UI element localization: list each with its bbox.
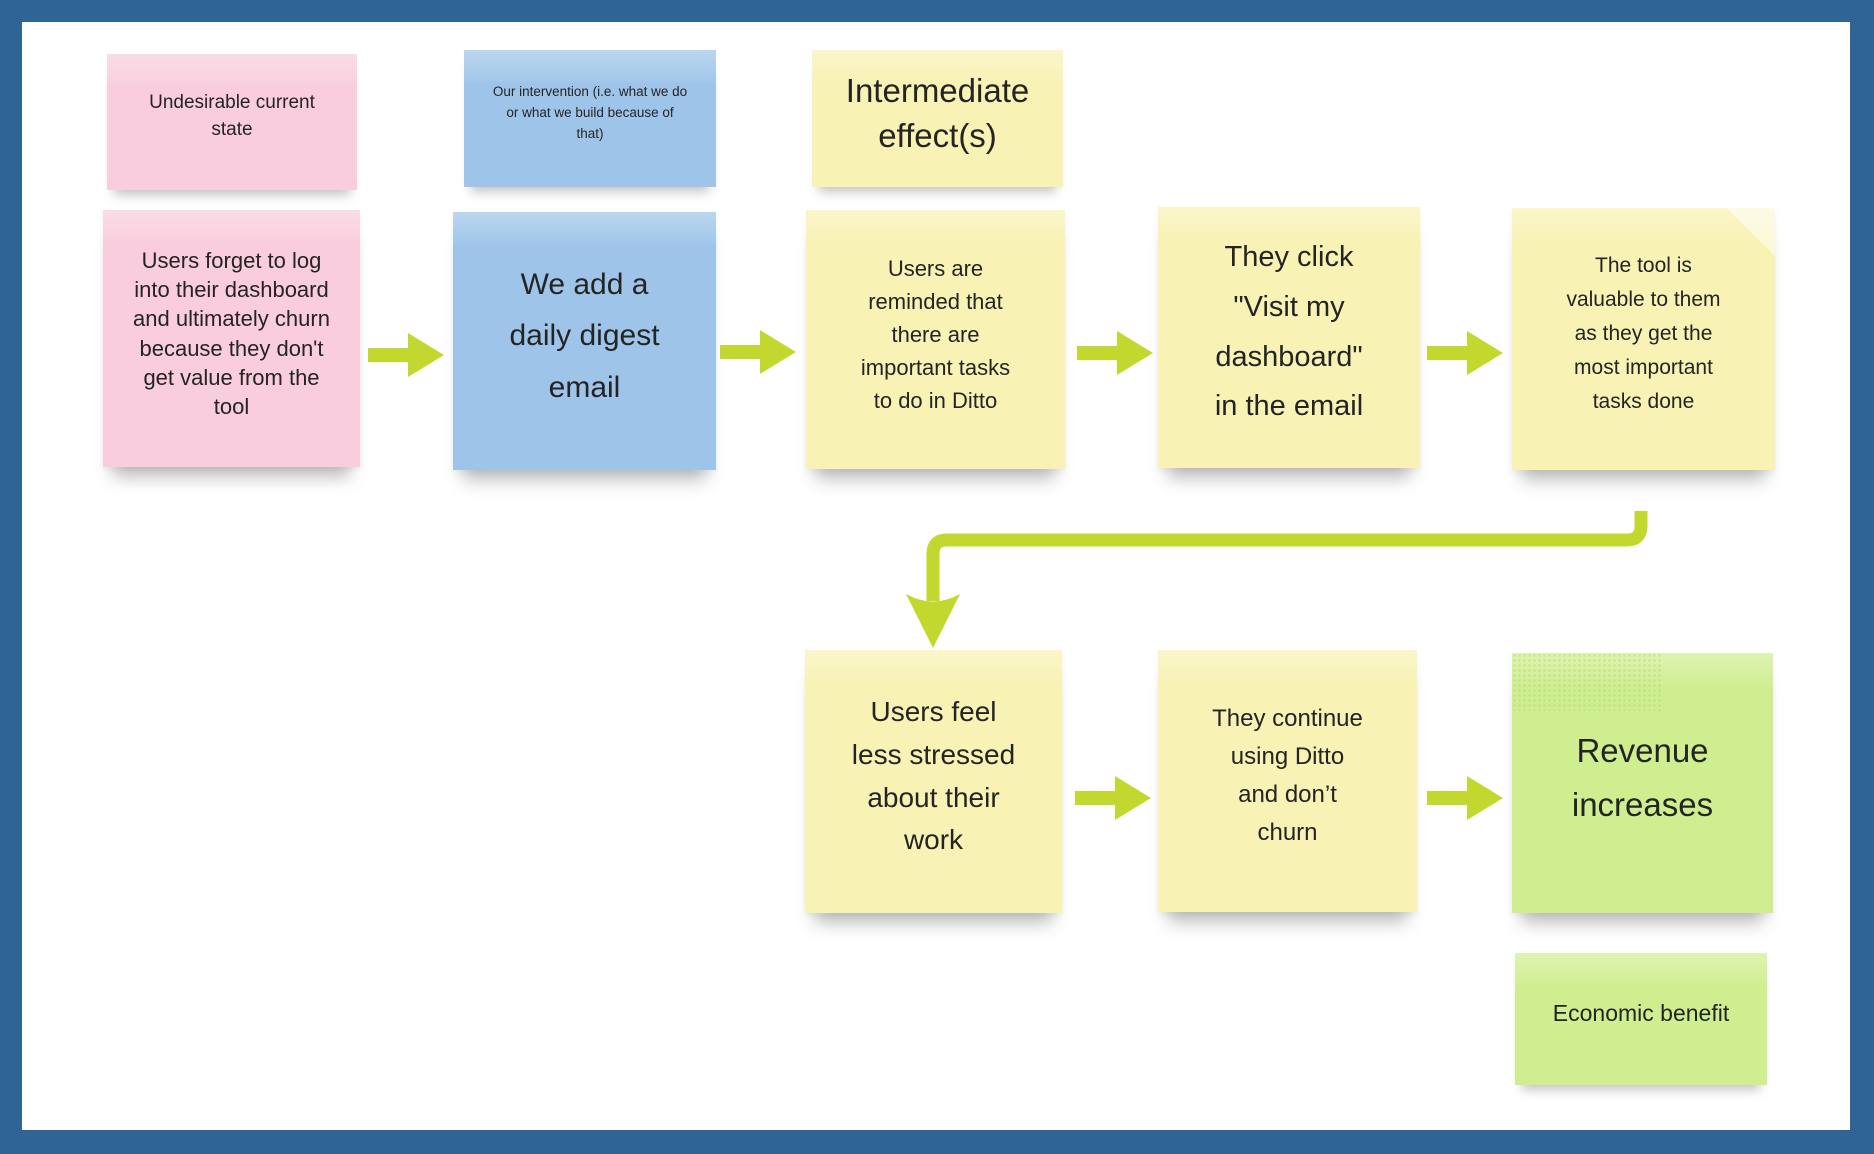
legend-note-intermediate-effects-text: Intermediate effect(s) <box>845 71 1030 154</box>
sticky-note-effect-value-text: The tool is valuable to them as they get… <box>1566 253 1721 414</box>
flow-arrow-right-icon <box>1427 331 1503 375</box>
sticky-note-intervention: We add a daily digest email <box>453 212 716 470</box>
sticky-note-problem: Users forget to log into their dashboard… <box>103 210 360 467</box>
sticky-note-effect-less-stress: Users feel less stressed about their wor… <box>805 650 1062 913</box>
sticky-note-effect-reminded: Users are reminded that there are import… <box>806 210 1065 469</box>
sticky-note-problem-text: Users forget to log into their dashboard… <box>133 248 330 419</box>
legend-note-economic-benefit-text: Economic benefit <box>1552 1000 1730 1027</box>
legend-note-intermediate-effects: Intermediate effect(s) <box>812 50 1063 187</box>
sticky-note-effect-value: The tool is valuable to them as they get… <box>1512 208 1775 470</box>
sticky-note-effect-retention-text: They continue using Ditto and don’t chur… <box>1212 705 1363 846</box>
sticky-note-outcome-revenue-text: Revenue increases <box>1571 731 1714 823</box>
legend-note-undesirable-state: Undesirable current state <box>107 54 357 190</box>
sticky-note-effect-less-stress-text: Users feel less stressed about their wor… <box>851 696 1016 856</box>
flow-arrow-right-icon <box>1427 776 1503 820</box>
flow-arrow-right-icon <box>368 333 444 377</box>
flow-arrow-right-icon <box>720 330 796 374</box>
legend-note-economic-benefit: Economic benefit <box>1515 953 1767 1085</box>
sticky-note-effect-click: They click "Visit my dashboard" in the e… <box>1158 207 1420 468</box>
legend-note-intervention: Our intervention (i.e. what we do or wha… <box>464 50 716 187</box>
sticky-note-effect-click-text: They click "Visit my dashboard" in the e… <box>1214 240 1364 423</box>
legend-note-undesirable-state-text: Undesirable current state <box>149 92 315 140</box>
sticky-note-intervention-text: We add a daily digest email <box>509 267 660 404</box>
flow-arrow-right-icon <box>1075 776 1151 820</box>
legend-note-intervention-text: Our intervention (i.e. what we do or wha… <box>492 84 688 141</box>
sticky-note-effect-reminded-text: Users are reminded that there are import… <box>860 256 1011 413</box>
sticky-note-effect-retention: They continue using Ditto and don’t chur… <box>1158 650 1417 912</box>
sticky-note-outcome-revenue: Revenue increases <box>1512 653 1773 913</box>
flow-arrow-right-icon <box>1077 331 1153 375</box>
